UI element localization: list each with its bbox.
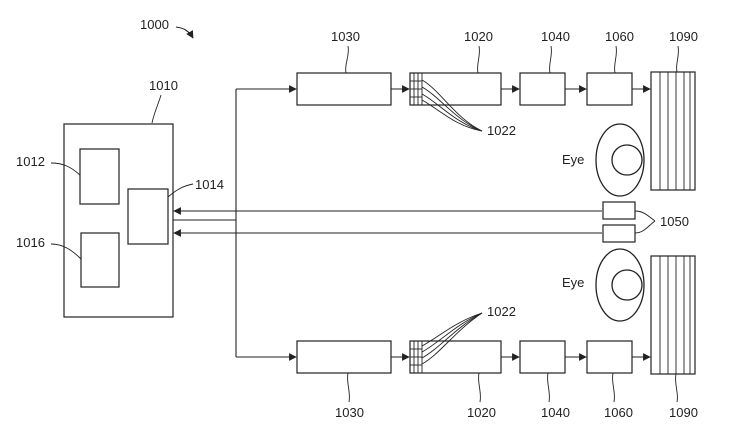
label-1016: 1016 — [16, 235, 45, 250]
label-1022-bottom: 1022 — [487, 304, 516, 319]
leader-1020-top — [477, 45, 480, 74]
leader-1050 — [634, 210, 656, 234]
label-1090-top: 1090 — [669, 29, 698, 44]
leader-1030-bottom — [347, 372, 350, 403]
display-1090-bottom — [650, 255, 696, 375]
leader-1090-bottom — [675, 373, 678, 403]
label-1020-top: 1020 — [464, 29, 493, 44]
label-1020-bottom: 1020 — [467, 405, 496, 420]
label-1030-bottom: 1030 — [335, 405, 364, 420]
leader-1014 — [167, 183, 194, 198]
block-1012 — [79, 148, 120, 205]
optic-1040-top — [519, 72, 566, 106]
eye-icon-top — [595, 123, 645, 197]
leader-1060-bottom — [612, 372, 615, 403]
optic-1060-top — [586, 72, 633, 106]
light-source-top — [296, 72, 392, 106]
channel-leaders-bottom — [421, 312, 483, 365]
modulator-bottom — [409, 340, 502, 374]
display-1090-top — [650, 71, 696, 191]
label-1012: 1012 — [16, 154, 45, 169]
leader-1010 — [151, 94, 162, 124]
leader-1012 — [50, 162, 81, 176]
label-1030-top: 1030 — [331, 29, 360, 44]
label-1000: 1000 — [140, 17, 169, 32]
leader-1040-bottom — [547, 372, 550, 403]
modulator-top — [409, 72, 502, 106]
modulator-channels-top — [410, 73, 423, 105]
label-eye-bottom: Eye — [562, 275, 584, 290]
channel-leaders-top — [421, 79, 483, 132]
label-1040-bottom: 1040 — [541, 405, 570, 420]
sensor-1050-lower — [602, 224, 636, 243]
leader-1016 — [50, 243, 82, 260]
label-1050: 1050 — [660, 214, 689, 229]
block-1014 — [127, 188, 169, 245]
leader-1040-top — [549, 45, 552, 74]
optic-1060-bottom — [586, 340, 633, 374]
display-lines-top — [659, 72, 691, 190]
light-source-bottom — [296, 340, 392, 374]
sensor-1050-upper — [602, 201, 636, 220]
leader-1060-top — [614, 45, 617, 74]
modulator-channels-bottom — [410, 341, 423, 373]
optic-1040-bottom — [519, 340, 566, 374]
label-1010: 1010 — [149, 78, 178, 93]
label-eye-top: Eye — [562, 152, 584, 167]
display-lines-bottom — [659, 256, 691, 374]
label-1014: 1014 — [195, 177, 224, 192]
label-1090-bottom: 1090 — [669, 405, 698, 420]
leader-1030-top — [345, 45, 349, 74]
label-1060-bottom: 1060 — [604, 405, 633, 420]
label-1060-top: 1060 — [605, 29, 634, 44]
label-1000-arrow — [175, 26, 194, 39]
eye-icon-bottom — [595, 248, 645, 322]
label-1022-top: 1022 — [487, 123, 516, 138]
leader-1090-top — [676, 45, 679, 73]
block-1016 — [80, 232, 120, 288]
label-1040-top: 1040 — [541, 29, 570, 44]
leader-1020-bottom — [478, 372, 481, 403]
